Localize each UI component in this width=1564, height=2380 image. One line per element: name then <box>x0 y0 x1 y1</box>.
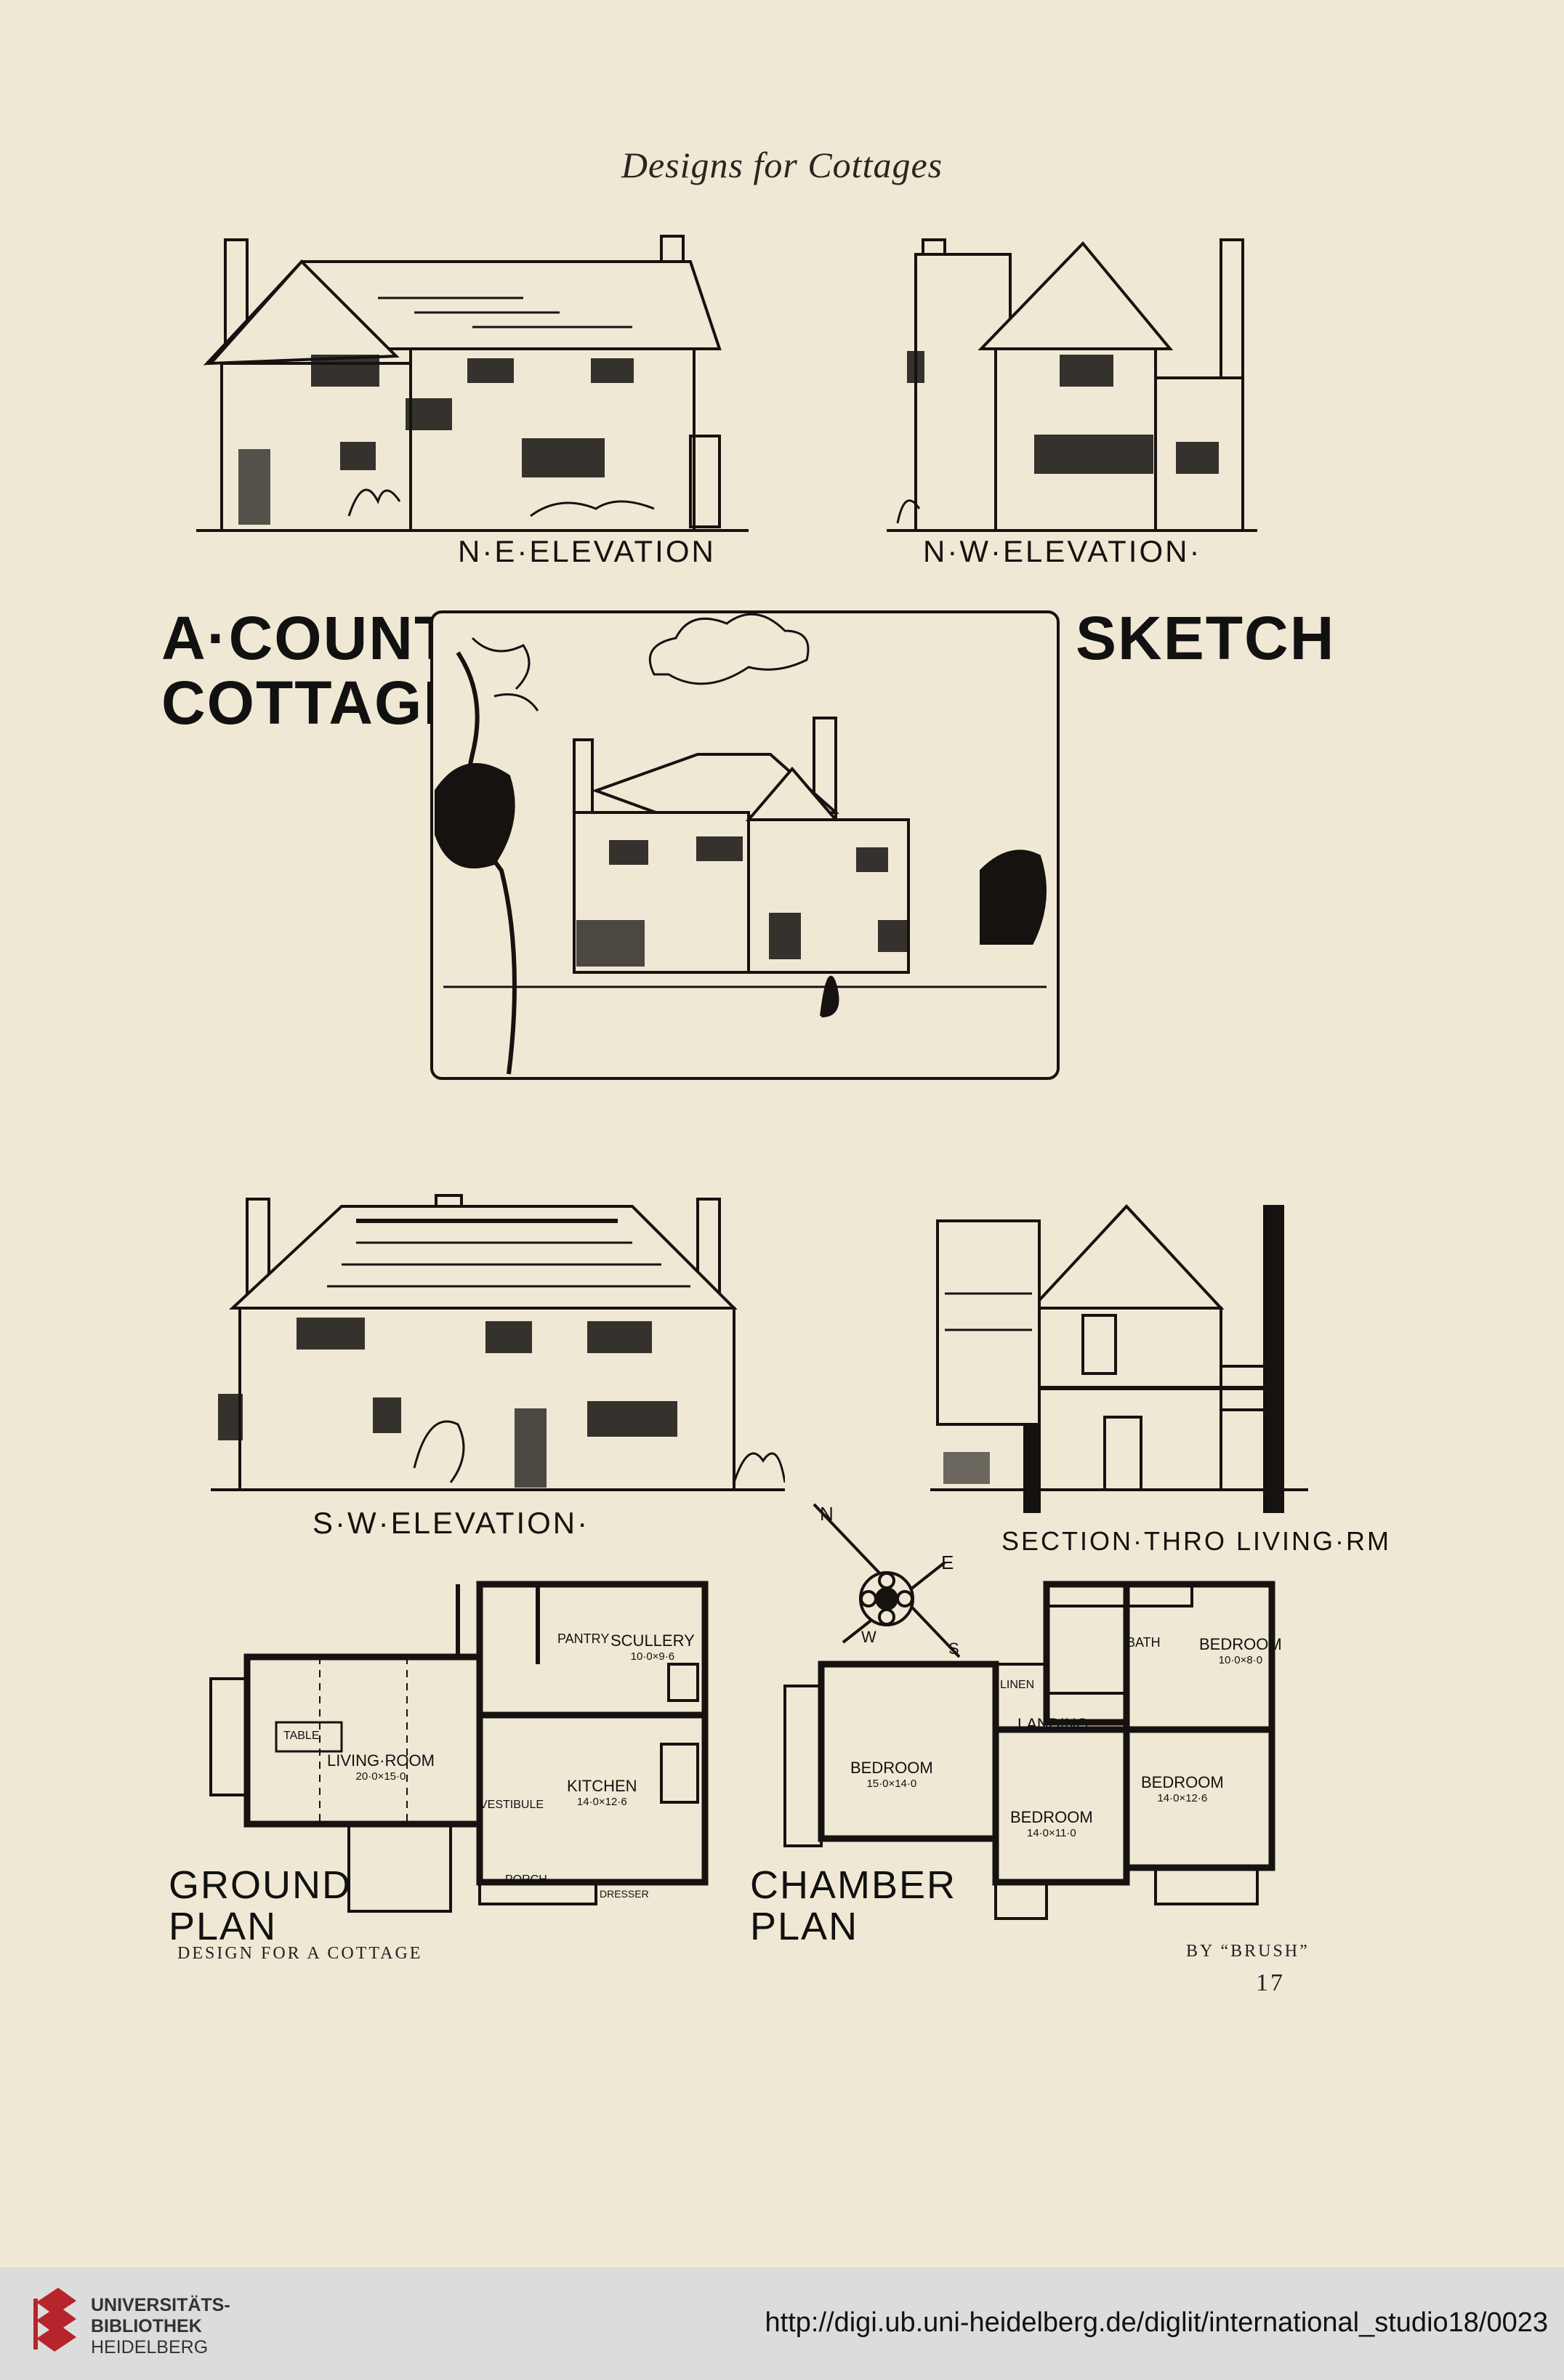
ground-plan-title-line2: PLAN <box>169 1904 278 1948</box>
room-living-room-name: LIVING·ROOM <box>327 1751 435 1770</box>
compass-e: E <box>941 1552 954 1573</box>
sw-elevation-label: S·W·ELEVATION· <box>313 1506 590 1540</box>
library-name-line3: HEIDELBERG <box>91 2336 209 2357</box>
room-table: TABLE <box>283 1730 320 1742</box>
room-kitchen-dims: 14·0×12·6 <box>576 1796 627 1808</box>
ne-elevation-label: N·E·ELEVATION <box>458 534 716 568</box>
room-living-room-dims: 20·0×15·0 <box>355 1770 406 1783</box>
room-scullery-dims: 10·0×9·6 <box>630 1650 675 1663</box>
section-label: SECTION·THRO LIVING·RM <box>1001 1526 1392 1556</box>
room-porch: PORCH <box>505 1873 547 1886</box>
ne-elevation-drawing <box>196 233 749 538</box>
sw-elevation-drawing <box>211 1192 785 1497</box>
room-bedroom-east-dims: 14·0×12·6 <box>1157 1792 1208 1804</box>
room-linen: LINEN <box>1000 1679 1035 1691</box>
room-landing: LANDING <box>1017 1715 1089 1733</box>
footer-bar: UNIVERSITÄTS- BIBLIOTHEK HEIDELBERG http… <box>0 2267 1564 2380</box>
university-library-logo-icon[interactable] <box>29 2280 81 2360</box>
chamber-plan-title-line1: CHAMBER <box>750 1863 957 1907</box>
page-number: 17 <box>1256 1969 1285 1996</box>
running-title: Designs for Cottages <box>621 145 943 185</box>
compass-n: N <box>820 1503 834 1525</box>
library-name-line1: UNIVERSITÄTS- <box>91 2295 230 2315</box>
compass-s: S <box>948 1639 959 1658</box>
nw-elevation-label: N·W·ELEVATION· <box>923 534 1202 568</box>
room-bedroom-east-name: BEDROOM <box>1141 1773 1224 1791</box>
room-bath: BATH <box>1126 1635 1161 1650</box>
chamber-plan-title-line2: PLAN <box>750 1904 859 1948</box>
room-pantry: PANTRY <box>557 1631 610 1646</box>
room-scullery-name: SCULLERY <box>610 1631 695 1650</box>
section-drawing <box>930 1199 1308 1519</box>
room-vestibule: VESTIBULE <box>480 1799 544 1811</box>
sketch-title-right: SKETCH <box>1076 604 1336 672</box>
cottage-sketch-illustration <box>429 609 1061 1081</box>
room-bedroom-centre-dims: 14·0×11·0 <box>1026 1827 1076 1839</box>
library-name-line2: BIBLIOTHEK <box>91 2315 202 2336</box>
library-name: UNIVERSITÄTS- BIBLIOTHEK HEIDELBERG <box>91 2295 230 2357</box>
ground-plan-title-line1: GROUND <box>169 1863 352 1907</box>
room-dresser: DRESSER <box>600 1888 649 1900</box>
sketch-title-line2: COTTAGE <box>161 669 466 737</box>
room-bedroom-west-name: BEDROOM <box>850 1759 933 1777</box>
source-url-link[interactable]: http://digi.ub.uni-heidelberg.de/diglit/… <box>765 2307 1548 2338</box>
room-kitchen-name: KITCHEN <box>567 1777 637 1795</box>
caption-left: DESIGN FOR A COTTAGE <box>177 1944 423 1963</box>
compass-rose: N E W S <box>799 1497 974 1664</box>
room-bedroom-centre-name: BEDROOM <box>1010 1808 1093 1826</box>
compass-w: W <box>861 1628 876 1646</box>
room-bedroom-west-dims: 15·0×14·0 <box>866 1778 917 1790</box>
room-bedroom-small-dims: 10·0×8·0 <box>1218 1654 1263 1666</box>
scanned-page: Designs for Cottages N·E·ELEVATION <box>161 145 1392 1996</box>
room-bedroom-small-name: BEDROOM <box>1199 1635 1282 1653</box>
nw-elevation-drawing <box>887 233 1257 538</box>
caption-right: BY “BRUSH” <box>1186 1942 1310 1961</box>
